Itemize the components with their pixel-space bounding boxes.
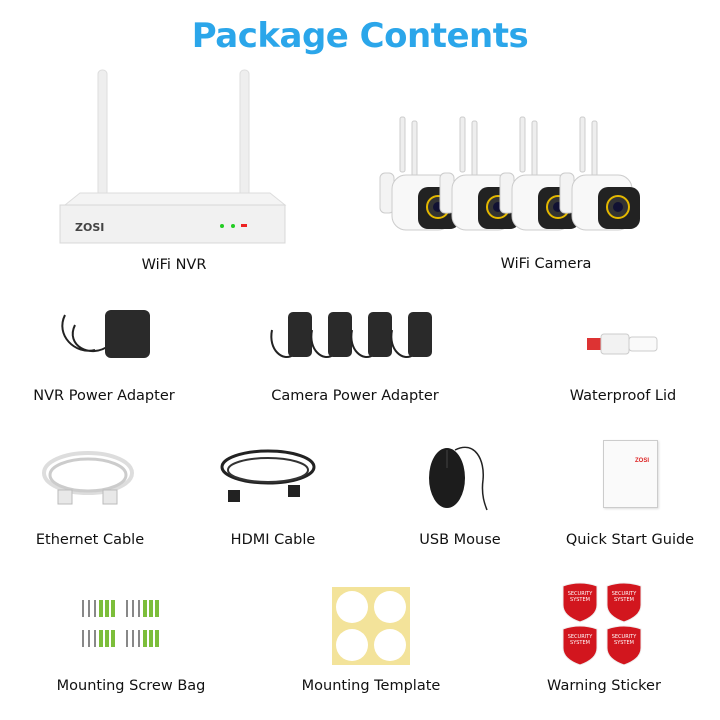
item-label-hdmi-cable: HDMI Cable	[230, 532, 316, 548]
svg-text:SYSTEM: SYSTEM	[570, 597, 590, 603]
item-label-camera-power-adapter: Camera Power Adapter	[271, 388, 439, 404]
waterproof-lid-image	[587, 333, 658, 355]
camera-image	[379, 116, 641, 231]
page-title: Package Contents	[191, 16, 529, 56]
item-label-ethernet-cable: Ethernet Cable	[35, 532, 145, 548]
power-adapter-image	[61, 310, 150, 358]
item-label-wifi-nvr: WiFi NVR	[141, 257, 207, 273]
item-label-warning-sticker: Warning Sticker	[547, 678, 661, 694]
svg-text:SECURITY: SECURITY	[568, 591, 593, 597]
power-adapters-image	[270, 311, 433, 359]
ethernet-cable-image	[42, 451, 134, 505]
item-label-wifi-camera: WiFi Camera	[500, 256, 592, 272]
nvr-image: ZOSI	[59, 69, 287, 244]
svg-text:ZOSI: ZOSI	[75, 221, 104, 234]
item-label-quick-start-guide: Quick Start Guide	[565, 532, 695, 548]
item-label-mounting-template: Mounting Template	[301, 678, 441, 694]
template-image	[332, 587, 410, 665]
guide-logo: ZOSI	[634, 458, 649, 464]
item-label-mounting-screw-bag: Mounting Screw Bag	[56, 678, 206, 694]
item-label-usb-mouse: USB Mouse	[419, 532, 501, 548]
item-label-waterproof-lid: Waterproof Lid	[569, 388, 677, 404]
hdmi-cable-image	[220, 449, 316, 502]
item-label-nvr-power-adapter: NVR Power Adapter	[33, 388, 175, 404]
guide-image: ZOSI	[603, 440, 658, 508]
screw-bag-image	[82, 599, 160, 648]
usb-mouse-image	[429, 446, 488, 511]
